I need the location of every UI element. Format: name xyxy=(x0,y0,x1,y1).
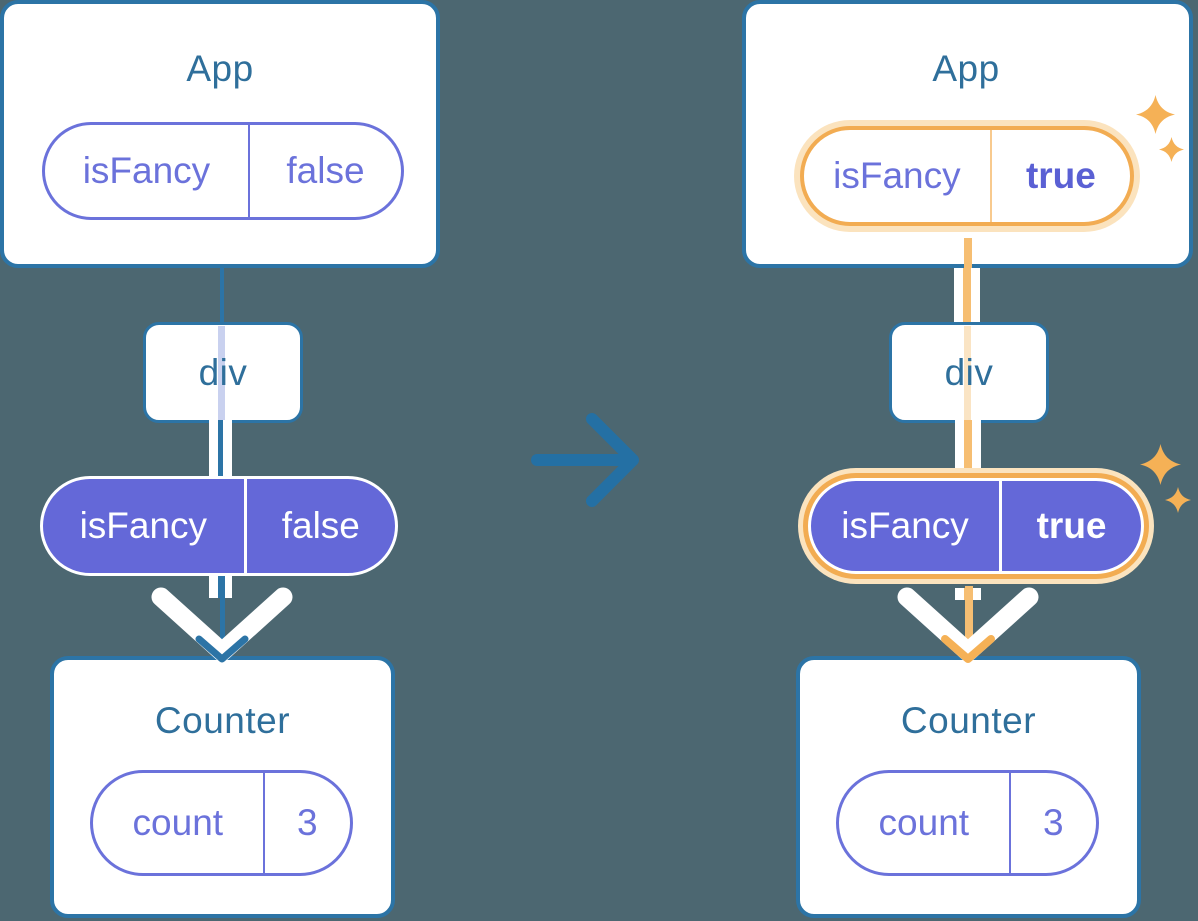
state-value-label: 3 xyxy=(1043,802,1064,843)
edge-pill-to-counter xyxy=(220,576,225,644)
flow-line-white xyxy=(971,268,980,322)
state-name-label: isFancy xyxy=(804,130,992,222)
panel-after: App isFancy true div isFancy true xyxy=(742,0,1198,921)
state-name-label: count xyxy=(839,773,1011,873)
flow-line-white xyxy=(955,588,964,600)
sparkle-icon xyxy=(1165,487,1191,513)
flow-line-white xyxy=(223,420,232,478)
down-chevron-icon xyxy=(151,587,293,662)
sparkle-icon xyxy=(1136,95,1175,134)
flow-line-white xyxy=(209,576,218,598)
counter-state-pill: count 3 xyxy=(90,770,353,876)
state-name-label: count xyxy=(93,773,265,873)
sparkle-icon xyxy=(1140,444,1181,485)
state-name-label: isFancy xyxy=(45,125,250,217)
down-chevron-icon xyxy=(897,587,1039,662)
edge-app-to-div xyxy=(220,266,224,324)
flow-line-white xyxy=(954,268,963,322)
prop-pill: isFancy false xyxy=(40,476,398,576)
counter-node-title: Counter xyxy=(154,700,291,741)
sparkle-icon xyxy=(1159,137,1184,162)
flow-line-center xyxy=(964,420,972,478)
panel-before: App isFancy false div isFancy false xyxy=(0,0,452,921)
flow-line-center xyxy=(218,420,223,478)
app-node-title: App xyxy=(932,48,1000,89)
flow-line-white xyxy=(209,420,218,478)
flow-line-white xyxy=(955,420,964,478)
flow-line-white xyxy=(972,420,981,478)
prop-name-label: isFancy xyxy=(811,481,1003,571)
state-thread-line xyxy=(964,326,971,420)
state-flow-line xyxy=(964,238,972,270)
state-thread-line xyxy=(218,326,225,420)
div-node-label: div xyxy=(198,352,248,393)
app-state-pill-highlighted: isFancy true xyxy=(800,126,1134,226)
flow-line-white xyxy=(972,588,981,600)
counter-state-pill: count 3 xyxy=(836,770,1099,876)
prop-value-label: false xyxy=(281,505,360,546)
prop-name-label: isFancy xyxy=(43,479,247,573)
app-node-title: App xyxy=(186,48,254,89)
state-value-label: true xyxy=(1025,155,1096,196)
prop-flow-line xyxy=(209,420,232,478)
right-arrow-icon xyxy=(531,413,639,507)
edge-pill-to-counter xyxy=(965,586,973,644)
prop-pill-highlighted: isFancy true xyxy=(808,478,1144,574)
down-arrowhead-icon xyxy=(941,635,995,663)
app-state-pill: isFancy false xyxy=(42,122,404,220)
div-node-label: div xyxy=(944,352,994,393)
flow-line-center xyxy=(963,268,971,322)
counter-node-title: Counter xyxy=(900,700,1037,741)
down-arrowhead-icon xyxy=(195,635,249,663)
prop-flow-line xyxy=(954,268,980,322)
state-value-label: false xyxy=(286,150,365,191)
prop-value-label: true xyxy=(1036,505,1107,546)
state-value-label: 3 xyxy=(297,802,318,843)
prop-flow-line xyxy=(955,420,981,478)
flow-line-white xyxy=(223,576,232,598)
